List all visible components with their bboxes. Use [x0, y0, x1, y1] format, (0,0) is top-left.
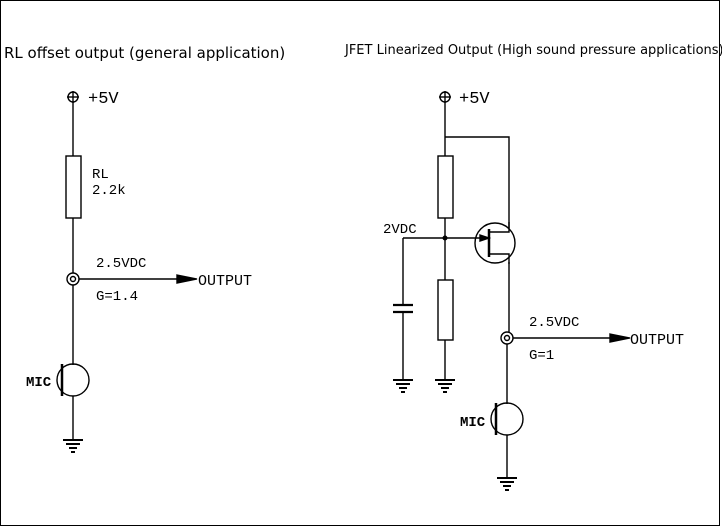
right-resistor-upper — [437, 155, 454, 219]
right-output-label: OUTPUT — [630, 332, 684, 349]
left-supply-terminal — [67, 91, 79, 103]
left-supply-label: +5V — [88, 90, 119, 109]
right-mic-ground — [497, 477, 517, 491]
right-circuit: +5V 2VDC — [383, 90, 684, 491]
right-wire-drain-rail — [445, 136, 510, 228]
right-capacitor-ground — [393, 379, 413, 393]
right-supply-label: +5V — [459, 90, 490, 109]
left-mic-label: MIC — [26, 375, 52, 391]
right-title: JFET Linearized Output (High sound press… — [345, 43, 722, 58]
right-output-node — [500, 331, 514, 345]
right-gate-junction — [442, 235, 448, 241]
right-divider-ground — [435, 379, 455, 393]
right-output-arrow — [609, 333, 631, 343]
left-node-voltage: 2.5VDC — [96, 256, 146, 272]
right-gain-label: G=1 — [529, 348, 554, 364]
right-node-voltage: 2.5VDC — [529, 315, 579, 331]
right-resistor-lower — [437, 279, 454, 341]
right-mic-symbol — [490, 402, 524, 436]
left-title: RL offset output (general application) — [4, 44, 286, 62]
right-jfet-symbol — [474, 222, 516, 264]
left-gain-label: G=1.4 — [96, 289, 138, 305]
left-output-node — [66, 272, 80, 286]
left-output-label: OUTPUT — [198, 273, 252, 290]
left-resistor-rl — [65, 155, 82, 219]
right-mic-label: MIC — [460, 415, 486, 431]
left-resistor-name: RL — [92, 167, 109, 183]
left-mic-symbol — [56, 363, 90, 397]
right-capacitor — [393, 303, 413, 314]
left-circuit: +5V RL 2.2k OUTPUT 2.5VDC G=1.4 MIC — [26, 90, 252, 453]
left-resistor-value: 2.2k — [92, 183, 126, 199]
left-output-arrow — [176, 274, 198, 284]
right-supply-terminal — [439, 91, 451, 103]
left-ground-symbol — [63, 439, 83, 453]
right-gate-voltage: 2VDC — [383, 222, 417, 238]
